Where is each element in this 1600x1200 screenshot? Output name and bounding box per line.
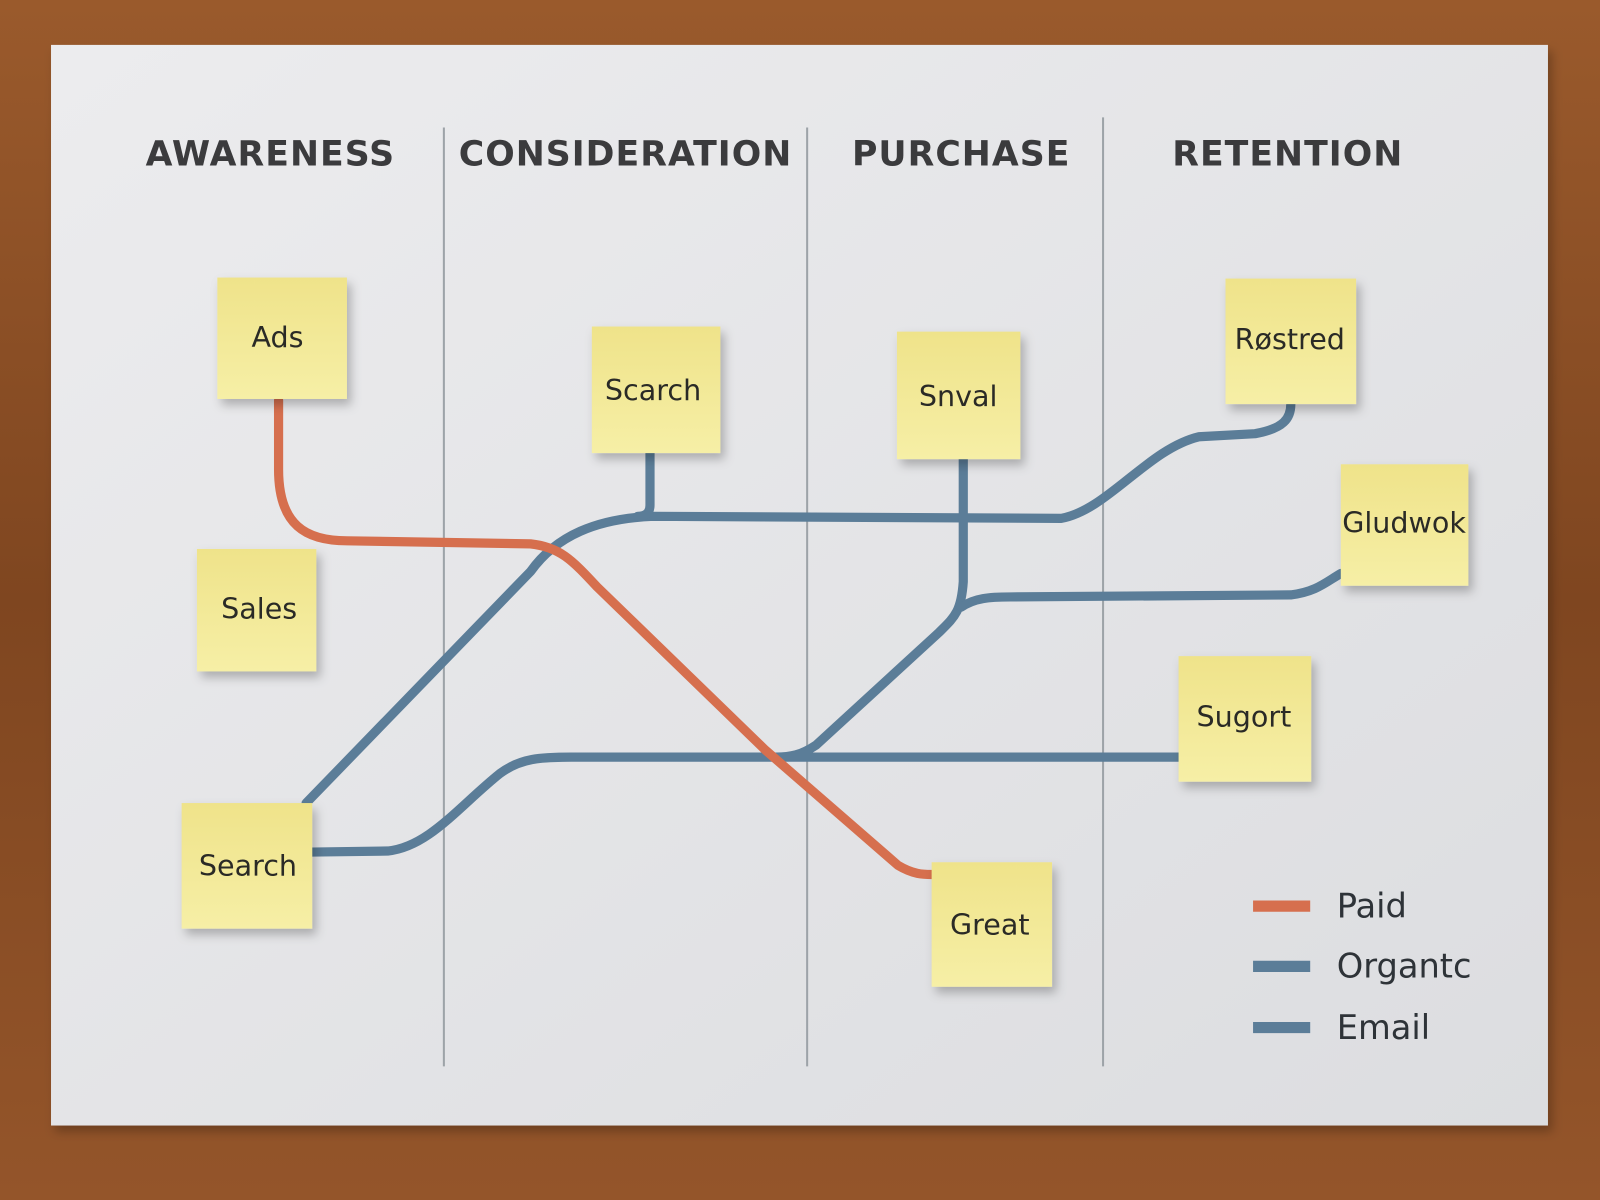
email-path-snval-to-gludwok	[956, 568, 1346, 612]
stage-header-purchase: PURCHASE	[852, 134, 1070, 174]
note-label: Sales	[221, 591, 297, 625]
legend-label-email: Email	[1337, 1008, 1430, 1047]
legend-label-paid: Paid	[1337, 886, 1407, 925]
organic-paths	[301, 399, 1346, 857]
organic-path-scarch-stub	[633, 448, 655, 521]
sticky-note-gludwok[interactable]: Gludwok	[1340, 464, 1469, 586]
sticky-note-great[interactable]: Great	[931, 862, 1053, 987]
sticky-note-scarch[interactable]: Scarch	[591, 326, 721, 454]
paid-path-ads-to-great	[273, 395, 937, 880]
stage-header-consideration: CONSIDERATION	[459, 134, 793, 174]
sticky-note-search[interactable]: Search	[181, 803, 313, 929]
stage-header-retention: RETENTION	[1172, 134, 1403, 174]
sticky-note-rastred[interactable]: Røstred	[1225, 278, 1357, 405]
sticky-note-ads[interactable]: Ads	[217, 277, 347, 399]
organic-path-search-to-retention	[301, 399, 1296, 808]
stage-header-awareness: AWARENESS	[146, 134, 396, 174]
note-label: Gludwok	[1342, 506, 1466, 540]
note-label: Snval	[919, 379, 998, 413]
note-label: Røstred	[1235, 322, 1345, 356]
note-label: Search	[199, 849, 297, 883]
sticky-note-sales[interactable]: Sales	[196, 548, 317, 672]
legend-label-organic: Organtc	[1337, 947, 1472, 986]
sticky-note-support[interactable]: Sugort	[1178, 656, 1312, 782]
note-label: Great	[950, 908, 1030, 942]
organic-path-search-to-support	[307, 752, 1184, 857]
note-label: Sugort	[1196, 700, 1291, 734]
note-label: Ads	[252, 320, 304, 354]
note-label: Scarch	[605, 373, 701, 407]
sticky-note-snval[interactable]: Snval	[896, 331, 1021, 460]
legend: Paid Organtc Email	[1253, 886, 1472, 1047]
